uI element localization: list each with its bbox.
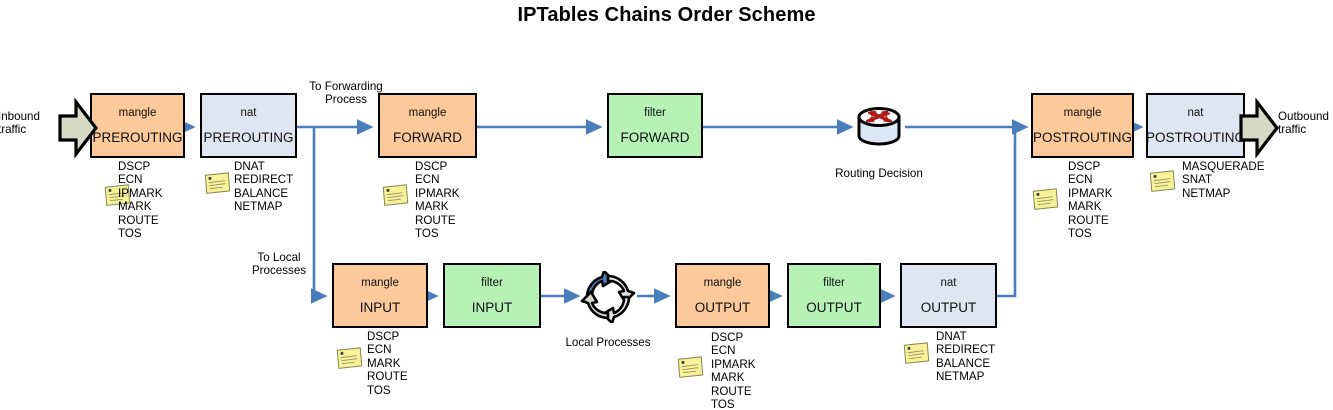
chain-label: POSTROUTING <box>1033 129 1133 145</box>
chain-label: PREROUTING <box>92 129 183 145</box>
table-label: mangle <box>361 276 399 289</box>
chain-label: PREROUTING <box>203 129 294 145</box>
table-label: nat <box>940 276 957 289</box>
sticky-note-icon <box>382 184 409 206</box>
chain-box-filter-forward[interactable]: filter FORWARD <box>607 93 703 158</box>
chain-box-filter-input[interactable]: filter INPUT <box>443 263 541 328</box>
chain-label: FORWARD <box>620 129 690 145</box>
targets-mangle-output: DSCP ECN IPMARK MARK ROUTE TOS <box>711 331 756 410</box>
local-processes-icon <box>580 271 636 323</box>
table-label: nat <box>1187 106 1204 119</box>
table-label: filter <box>823 276 845 289</box>
targets-nat-output: DNAT REDIRECT BALANCE NETMAP <box>936 330 996 384</box>
chain-box-mangle-output[interactable]: mangle OUTPUT <box>675 263 770 328</box>
targets-nat-postrouting: MASQUERADE SNAT NETMAP <box>1182 160 1265 200</box>
targets-mangle-forward: DSCP ECN IPMARK MARK ROUTE TOS <box>415 160 460 241</box>
sticky-note-icon <box>1149 170 1176 192</box>
inbound-traffic-label: Inbound traffic <box>0 110 40 137</box>
local-processes-label: Local Processes <box>565 336 651 349</box>
chain-box-filter-output[interactable]: filter OUTPUT <box>787 263 881 328</box>
chain-label: POSTROUTING <box>1146 129 1246 145</box>
outbound-traffic-label: Outbound traffic <box>1278 110 1329 137</box>
table-label: mangle <box>118 106 157 119</box>
table-label: mangle <box>703 276 742 289</box>
to-forwarding-process-label: To Forwarding Process <box>309 80 383 107</box>
sticky-note-icon <box>1032 188 1059 210</box>
chain-label: INPUT <box>471 299 513 315</box>
chain-label: FORWARD <box>393 129 462 145</box>
sticky-note-icon <box>677 356 704 378</box>
sticky-note-icon <box>336 347 363 369</box>
table-label: filter <box>481 276 503 289</box>
routing-decision-icon <box>857 107 901 146</box>
table-label: mangle <box>408 106 447 119</box>
table-label: mangle <box>1063 106 1102 119</box>
chain-label: OUTPUT <box>694 299 751 315</box>
outbound-traffic-arrow <box>1239 98 1279 158</box>
to-local-processes-label: To Local Processes <box>251 251 307 278</box>
chain-box-nat-prerouting[interactable]: nat PREROUTING <box>200 93 297 158</box>
table-label: filter <box>644 106 666 119</box>
chain-box-mangle-prerouting[interactable]: mangle PREROUTING <box>90 93 185 158</box>
routing-decision-label: Routing Decision <box>835 167 923 180</box>
chain-label: INPUT <box>359 299 401 315</box>
targets-mangle-input: DSCP ECN MARK ROUTE TOS <box>367 330 408 397</box>
targets-mangle-postrouting: DSCP ECN IPMARK MARK ROUTE TOS <box>1068 160 1113 241</box>
inbound-traffic-arrow <box>58 98 98 158</box>
targets-nat-prerouting: DNAT REDIRECT BALANCE NETMAP <box>234 160 294 214</box>
chain-box-nat-output[interactable]: nat OUTPUT <box>900 263 997 328</box>
chain-label: OUTPUT <box>920 299 977 315</box>
sticky-note-icon <box>204 172 231 194</box>
sticky-note-icon <box>104 184 131 206</box>
chain-box-nat-postrouting[interactable]: nat POSTROUTING <box>1146 93 1245 158</box>
chain-box-mangle-forward[interactable]: mangle FORWARD <box>378 93 477 158</box>
chain-box-mangle-input[interactable]: mangle INPUT <box>332 263 428 328</box>
table-label: nat <box>240 106 257 119</box>
chain-box-mangle-postrouting[interactable]: mangle POSTROUTING <box>1031 93 1134 158</box>
sticky-note-icon <box>903 342 930 364</box>
targets-mangle-prerouting: DSCP ECN IPMARK MARK ROUTE TOS <box>118 160 163 241</box>
page-title: IPTables Chains Order Scheme <box>517 4 816 26</box>
chain-label: OUTPUT <box>806 299 862 315</box>
